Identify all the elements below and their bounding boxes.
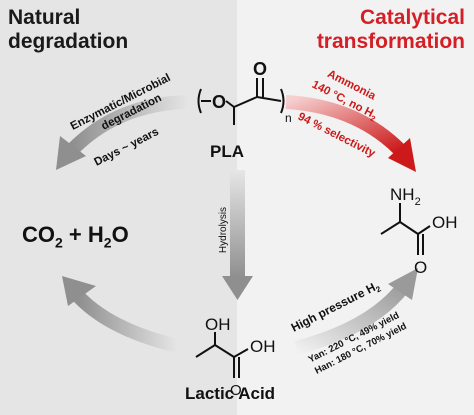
pla-label: PLA (210, 142, 244, 161)
alanine-carbonyl-oxygen: O (414, 258, 427, 277)
pla-oxygen: O (212, 92, 226, 112)
ammonia-catalysis-arrow (285, 95, 416, 172)
lactic-hydroxyl-right: OH (250, 337, 276, 356)
pla-carbonyl-oxygen: O (253, 59, 267, 79)
catalytic-transformation-panel (237, 0, 474, 415)
enzymatic-degradation-arrow (56, 95, 191, 170)
alanine-structure (380, 203, 431, 255)
natural-degradation-panel (0, 0, 237, 415)
lactic-acid-structure (195, 332, 249, 378)
pla-structure (197, 78, 285, 125)
high-pressure-h2-arrow (294, 268, 418, 355)
lactic-hydroxyl-top: OH (205, 315, 231, 334)
co2-h2o-products: CO2 + H2O (22, 222, 129, 251)
lactic-carbonyl-oxygen: O (230, 382, 242, 399)
alanine-hydroxyl-label: OH (432, 213, 458, 232)
hydrolysis-arrow (222, 170, 253, 300)
pla-repeat-subscript: n (285, 111, 292, 125)
lactic-to-co2-arrow (62, 276, 180, 353)
lactic-acid-label: Lactic Acid (185, 384, 276, 403)
natural-degradation-title: Natural degradation (8, 6, 129, 53)
amino-group-label: NH2 (390, 185, 421, 208)
catalytic-transformation-title: Catalytical transformation (316, 6, 465, 53)
hydrolysis-label: Hydrolysis (218, 207, 229, 253)
